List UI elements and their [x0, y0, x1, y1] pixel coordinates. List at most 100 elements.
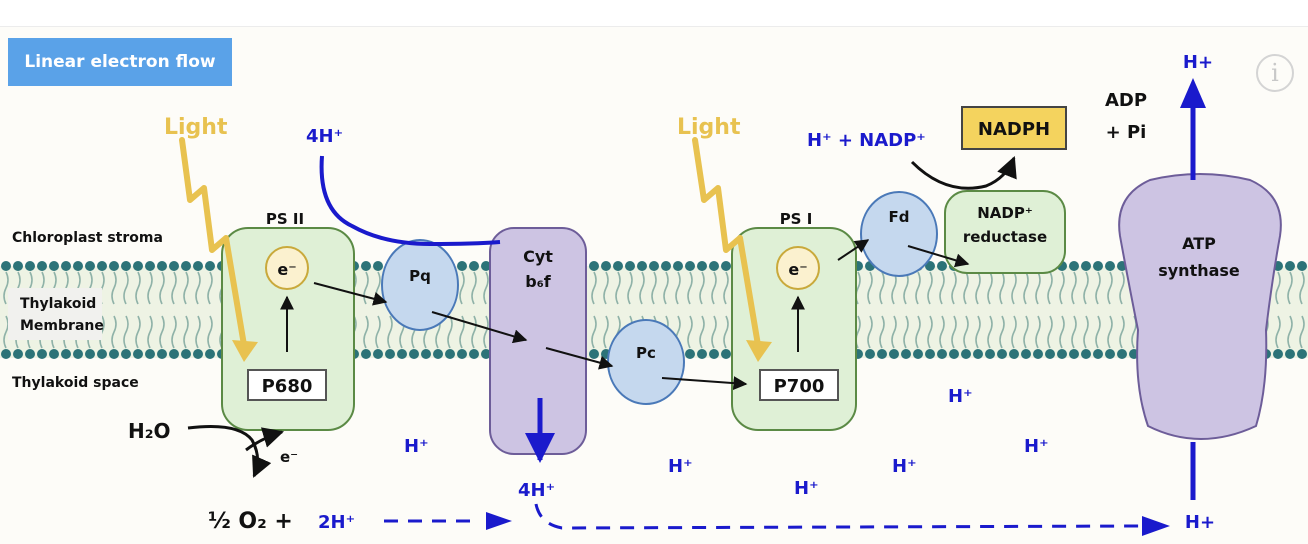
- lipid-tail: [915, 271, 921, 305]
- arrow-fd-to-reductase: [907, 245, 970, 268]
- lipid-tail: [207, 315, 213, 349]
- light-arrow-ps1: [692, 137, 761, 348]
- lipid-head: [49, 261, 59, 271]
- lipid-head: [85, 261, 95, 271]
- lipid-head: [1009, 349, 1019, 359]
- lipid-tail: [1071, 271, 1077, 305]
- lumen-proton: H⁺: [404, 436, 429, 457]
- lipid-tail: [1287, 271, 1293, 305]
- adp-label-2: + Pi: [1106, 122, 1147, 143]
- lipid-tail: [159, 271, 165, 305]
- lipid-tail: [627, 271, 633, 305]
- fd-label: Fd: [889, 208, 910, 226]
- info-icon[interactable]: i: [1256, 54, 1294, 92]
- lipid-head: [409, 349, 419, 359]
- lipid-head: [901, 349, 911, 359]
- lipid-head: [481, 261, 491, 271]
- lipid-head: [205, 261, 215, 271]
- nadp-reductase: [944, 190, 1066, 274]
- lipid-head: [37, 349, 47, 359]
- two-proton-label: 2H⁺: [318, 512, 355, 533]
- atp-synthase-label-2: synthase: [1158, 261, 1240, 280]
- ps2-electron-label: e⁻: [277, 260, 296, 279]
- lipid-head: [1057, 349, 1067, 359]
- water-label: H₂O: [128, 419, 171, 443]
- water-electron-arrow: [245, 427, 285, 452]
- p680-box: [247, 369, 327, 401]
- lipid-tail: [1023, 315, 1029, 349]
- lipid-head: [1105, 261, 1115, 271]
- lipid-head: [1021, 349, 1031, 359]
- lipid-tail: [159, 315, 165, 349]
- lipid-tail: [171, 271, 177, 305]
- lipid-tail: [1059, 315, 1065, 349]
- lipid-head: [685, 349, 695, 359]
- lipid-tail: [591, 271, 597, 305]
- lipid-tail: [675, 271, 681, 305]
- lipid-head: [193, 261, 203, 271]
- lipid-tail: [987, 271, 993, 305]
- arrow-cyt-to-pc: [545, 347, 614, 370]
- lipid-head: [37, 261, 47, 271]
- lipid-head: [673, 261, 683, 271]
- lipid-tail: [927, 271, 933, 305]
- lipid-tail: [1083, 315, 1089, 349]
- lipid-head: [169, 261, 179, 271]
- lipid-head: [661, 261, 671, 271]
- lipid-head: [925, 349, 935, 359]
- lipid-head: [889, 349, 899, 359]
- lipid-head: [1081, 261, 1091, 271]
- lipid-tail: [927, 315, 933, 349]
- ps2-label: PS II: [266, 210, 304, 228]
- lipid-head: [169, 349, 179, 359]
- lipid-head: [1033, 349, 1043, 359]
- plastoquinone: [381, 239, 459, 331]
- lipid-head: [109, 261, 119, 271]
- atp-synthase-label-1: ATP: [1182, 234, 1216, 253]
- lipid-head: [421, 349, 431, 359]
- lipid-head: [181, 261, 191, 271]
- lipid-head: [361, 261, 371, 271]
- lipid-tail: [975, 271, 981, 305]
- lipid-head: [997, 349, 1007, 359]
- ferredoxin: [860, 191, 938, 277]
- proton-path-pq: [319, 155, 501, 247]
- lipid-head: [397, 349, 407, 359]
- light-arrowhead-ps2: [232, 340, 258, 362]
- lipid-head: [985, 349, 995, 359]
- lumen-proton: H⁺: [1024, 436, 1049, 457]
- lipid-head: [613, 261, 623, 271]
- lipid-head: [1285, 349, 1295, 359]
- lipid-head: [85, 349, 95, 359]
- lipid-head: [1081, 349, 1091, 359]
- arrow-pc-to-ps1: [661, 376, 748, 391]
- lipid-head: [73, 349, 83, 359]
- lipid-tail: [1023, 271, 1029, 305]
- nadp-reaction-label: H⁺ + NADP⁺: [807, 130, 926, 151]
- lipid-tail: [591, 315, 597, 349]
- lipid-tail: [1299, 315, 1305, 349]
- lipid-tail: [111, 271, 117, 305]
- lipid-tail: [147, 271, 153, 305]
- lipid-head: [97, 349, 107, 359]
- lipid-tail: [1059, 271, 1065, 305]
- h-plus-lumen-atp: H+: [1185, 512, 1215, 533]
- lipid-tail: [1047, 315, 1053, 349]
- lipid-tail: [123, 315, 129, 349]
- lipid-tail: [459, 271, 465, 305]
- lipid-head: [721, 261, 731, 271]
- lipid-head: [109, 349, 119, 359]
- proton-out-arrowhead: [1180, 78, 1206, 108]
- proton-dashed-arrowhead: [486, 512, 512, 530]
- lipid-tail: [1011, 271, 1017, 305]
- lipid-head: [385, 349, 395, 359]
- lipid-tail: [963, 315, 969, 349]
- lipid-tail: [195, 271, 201, 305]
- lipid-head: [445, 349, 455, 359]
- lipid-tail: [699, 315, 705, 349]
- lipid-tail: [651, 271, 657, 305]
- plastocyanin: [607, 319, 685, 405]
- lipid-tail: [639, 271, 645, 305]
- lipid-tail: [687, 271, 693, 305]
